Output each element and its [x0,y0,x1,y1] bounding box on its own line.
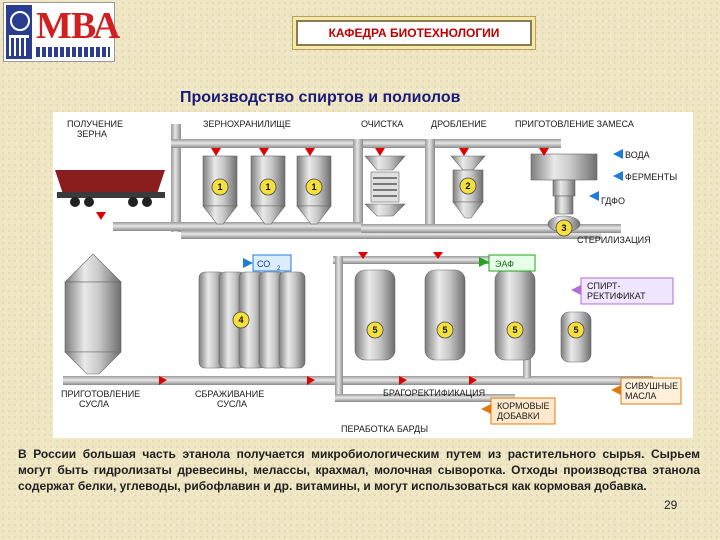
label-feed-1: КОРМОВЫЕ [497,401,550,411]
feed-arrow-icon [481,404,491,414]
label-grain-receipt-2: ЗЕРНА [77,129,107,139]
badge-column-4: 5 [573,325,578,335]
label-fusel-1: СИВУШНЫЕ [625,381,678,391]
pipe-network [63,124,653,402]
process-diagram: 1 1 1 2 3 4 5 5 5 5 [53,112,693,438]
label-co2: СО [257,259,270,269]
equipment-badges: 1 1 1 2 3 4 5 5 5 5 [211,177,585,339]
label-mash-prep: ПРИГОТОВЛЕНИЕ ЗАМЕСА [515,119,634,129]
label-spirit-2: РЕКТИФИКАТ [587,291,646,301]
flow-arrows [96,148,549,385]
badge-granary-3: 1 [311,182,316,192]
label-fermentation-2: СУСЛА [217,399,247,409]
label-fusel-2: МАСЛА [625,391,656,401]
label-cleaning: ОЧИСТКА [361,119,403,129]
distillation-columns [354,269,592,363]
logo-text: МВА [36,5,120,47]
label-sterilization: СТЕРИЛИЗАЦИЯ [577,235,651,245]
label-spirit-1: СПИРТ- [587,281,621,291]
cleaning-unit [364,155,406,217]
badge-mash: 3 [561,223,566,233]
label-gdfo: ГДФО [601,196,625,206]
spirit-arrow-icon [571,285,581,295]
label-grain-receipt-1: ПОЛУЧЕНИЕ [67,119,123,129]
enzymes-arrow-icon [613,171,623,181]
badge-granary-1: 1 [217,182,222,192]
crusher-unit [450,155,486,219]
diagram-labels: ПОЛУЧЕНИЕ ЗЕРНА ЗЕРНОХРАНИЛИЩЕ ОЧИСТКА Д… [61,119,678,434]
label-granary: ЗЕРНОХРАНИЛИЩЕ [203,119,291,129]
badge-crusher: 2 [465,181,470,191]
label-rectification: БРАГОРЕКТИФИКАЦИЯ [383,388,485,398]
label-crushing: ДРОБЛЕНИЕ [431,119,487,129]
label-co2-sub: 2 [277,266,281,272]
label-eaf: ЭАФ [495,259,514,269]
building-strip-icon [36,47,110,57]
slide-title: Производство спиртов и полиолов [180,89,461,106]
label-stillage: ПЕРАБОТКА БАРДЫ [341,424,428,434]
label-water: ВОДА [625,150,650,160]
badge-column-3: 5 [512,325,517,335]
badge-fermenter: 4 [238,315,243,325]
label-fermentation-1: СБРАЖИВАНИЕ [195,389,264,399]
fusel-arrow-icon [611,385,621,395]
co2-arrow-icon [243,258,253,268]
label-feed-2: ДОБАВКИ [497,411,540,421]
badge-column-2: 5 [442,325,447,335]
page-number: 29 [664,498,678,512]
water-arrow-icon [613,149,623,159]
badge-column-1: 5 [372,325,377,335]
badge-granary-2: 1 [265,182,270,192]
description-paragraph: В России большая часть этанола получаетс… [18,447,700,493]
gdfo-arrow-icon [589,191,599,201]
label-enzymes: ФЕРМЕНТЫ [625,172,677,182]
label-wort-prep-1: ПРИГОТОВЛЕНИЕ [61,389,140,399]
label-wort-prep-2: СУСЛА [79,399,109,409]
input-output-arrows [243,149,682,425]
wort-tank [64,253,122,375]
emblem-icon [6,5,32,59]
mash-mixer [530,153,598,233]
department-banner: КАФЕДРА БИОТЕХНОЛОГИИ [296,20,532,46]
fermenters [198,271,306,369]
mva-logo: МВА [3,2,120,62]
eaf-arrow-icon [479,257,489,267]
grain-wagon [55,170,165,207]
